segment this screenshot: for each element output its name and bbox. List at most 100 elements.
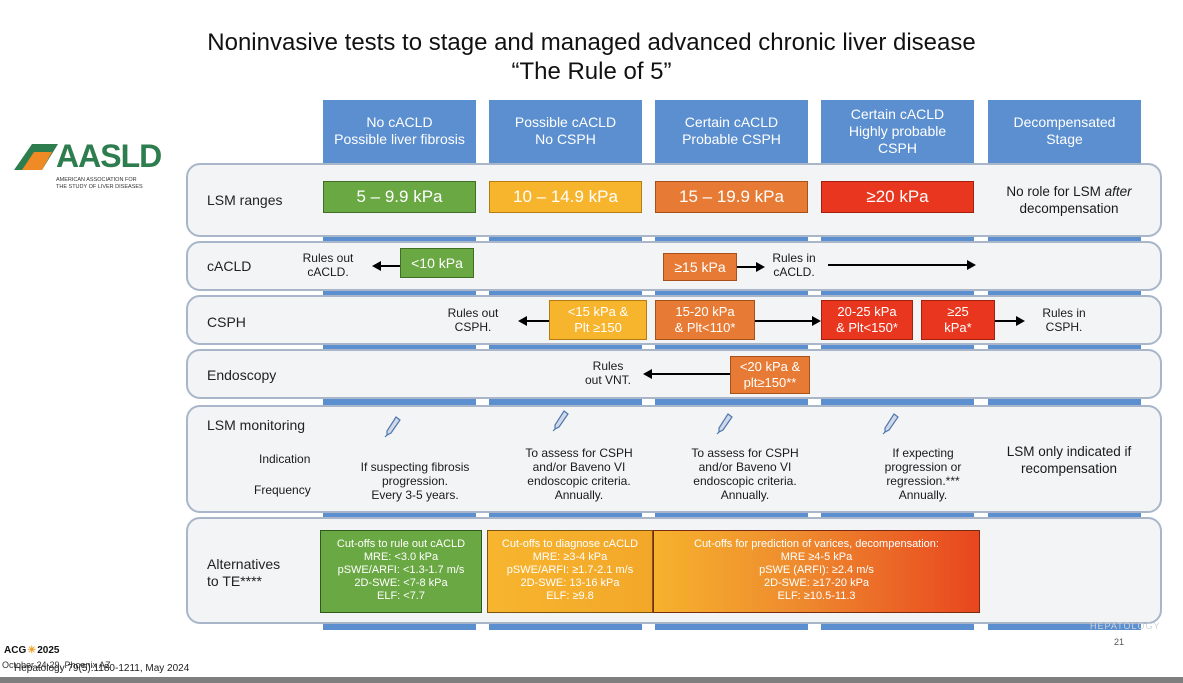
cacld-rules-out: Rules out cACLD.	[296, 251, 360, 279]
text-line: Alternatives	[207, 556, 281, 572]
probe-icon	[716, 413, 733, 435]
text-line: Annually.	[720, 488, 770, 502]
text-line: Cut-offs to rule out cACLD	[336, 538, 466, 550]
decomp-note-line2: decompensation	[1019, 201, 1119, 216]
slide-title: Noninvasive tests to stage and managed a…	[0, 28, 1183, 86]
lsm-decomp-note: No role for LSM after decompensation	[990, 183, 1148, 217]
csph-rules-out: Rules out CSPH.	[440, 306, 506, 334]
logo-subtitle-line2: THE STUDY OF LIVER DISEASES	[56, 184, 143, 190]
text-line: CSPH.	[454, 320, 492, 334]
probe-icon	[552, 410, 569, 432]
cacld-rule-in-arrow-short	[737, 266, 757, 268]
cacld-rule-out-arrow	[380, 265, 400, 267]
csph-rule-out-arrow	[526, 320, 550, 322]
decomp-note-italic: after	[1104, 184, 1132, 199]
text-line: & Plt<150*	[836, 320, 898, 335]
row-label-lsm-ranges: LSM ranges	[207, 192, 283, 208]
endoscopy-box: <20 kPa &plt≥150**	[730, 356, 810, 394]
text-line: If expecting	[892, 446, 954, 460]
column-header-line: No cACLD	[366, 114, 433, 130]
acg-logo-text: ACG	[4, 645, 27, 656]
text-line: endoscopic criteria.	[693, 474, 797, 488]
event-date: October 24-29, Phoenix AZ	[2, 660, 111, 670]
lsm-range-yellow: 10 – 14.9 kPa	[489, 181, 642, 213]
text-line: Every 3-5 years.	[371, 488, 459, 502]
text-line: ELF: <7.7	[376, 590, 425, 602]
column-header-line: Certain cACLD	[850, 105, 945, 122]
column-header-line: Decompensated	[1013, 114, 1116, 130]
bottom-bar	[0, 677, 1183, 683]
row-label-endoscopy: Endoscopy	[207, 367, 277, 383]
aasld-logo: AASLD AMERICAN ASSOCIATION FOR THE STUDY…	[12, 138, 172, 200]
column-header-line: Highly probable	[848, 122, 947, 139]
row-label-cacld: cACLD	[207, 258, 252, 274]
arrowhead-right	[967, 260, 976, 270]
alternatives-box-varices: Cut-offs for prediction of varices, deco…	[653, 530, 980, 613]
text-line: MRE ≥4-5 kPa	[780, 551, 853, 563]
text-line: pSWE/ARFI: ≥1.7-2.1 m/s	[506, 564, 634, 576]
alternatives-box-rule-out: Cut-offs to rule out cACLD MRE: <3.0 kPa…	[320, 530, 482, 613]
text-line: LSM only indicated if	[1006, 444, 1132, 459]
text-line: recompensation	[1020, 461, 1118, 476]
monitoring-col1: If suspecting fibrosis progression. Ever…	[340, 460, 490, 502]
lsm-range-red: ≥20 kPa	[821, 181, 974, 213]
cacld-rule-in-arrow-long	[828, 264, 968, 266]
decomp-note-part: No role for LSM	[1006, 184, 1105, 199]
monitoring-indication-label: Indication	[259, 452, 311, 466]
text-line: cACLD.	[307, 265, 349, 279]
slide-title-line1: Noninvasive tests to stage and managed a…	[207, 29, 976, 56]
page-number: 21	[1114, 637, 1125, 647]
text-line: pSWE (ARFI): ≥2.4 m/s	[759, 564, 874, 576]
arrowhead-left	[518, 316, 527, 326]
acg-logo: ACG☀2025	[4, 645, 59, 656]
monitoring-col5: LSM only indicated if recompensation	[990, 443, 1148, 477]
text-line: Rules in	[772, 251, 816, 265]
text-line: Cut-offs to diagnose cACLD	[501, 538, 639, 550]
cacld-rule-out-box: <10 kPa	[400, 248, 474, 278]
csph-rule-in-arrow-middle	[755, 320, 813, 322]
csph-box-yellow: <15 kPa &Plt ≥150	[549, 300, 647, 340]
row-label-csph: CSPH	[207, 314, 246, 330]
text-line: Cut-offs for prediction of varices, deco…	[694, 538, 939, 550]
sun-icon: ☀	[27, 645, 37, 656]
csph-rules-in: Rules in CSPH.	[1034, 306, 1094, 334]
column-header-line: Certain cACLD	[684, 114, 779, 130]
aasld-logo-mark	[14, 144, 58, 170]
lsm-range-green: 5 – 9.9 kPa	[323, 181, 476, 213]
cacld-rule-in-box: ≥15 kPa	[663, 253, 737, 281]
monitoring-col4: If expecting progression or regression.*…	[858, 446, 988, 502]
row-label-lsm-monitoring: LSM monitoring	[207, 417, 306, 433]
column-header-line: Stage	[1046, 131, 1083, 147]
text-line: 2D-SWE: <7-8 kPa	[354, 577, 448, 589]
text-line: cACLD.	[773, 265, 815, 279]
journal-watermark: HEPATOLOGY	[1090, 621, 1161, 631]
text-line: Rules in	[1042, 306, 1086, 320]
text-line: CSPH.	[1045, 320, 1083, 334]
column-header-line: Probable CSPH	[682, 131, 781, 147]
text-line: plt≥150**	[743, 375, 797, 390]
text-line: To assess for CSPH	[525, 446, 633, 460]
text-line: out VNT.	[584, 373, 632, 387]
text-line: 20-25 kPa	[837, 304, 897, 319]
text-line: Annually.	[898, 488, 948, 502]
monitoring-col2: To assess for CSPH and/or Baveno VI endo…	[504, 446, 654, 502]
text-line: To assess for CSPH	[691, 446, 799, 460]
monitoring-col3: To assess for CSPH and/or Baveno VI endo…	[670, 446, 820, 502]
text-line: 2D-SWE: ≥17-20 kPa	[763, 577, 870, 589]
text-line: to TE****	[207, 573, 262, 589]
text-line: MRE: ≥3-4 kPa	[532, 551, 608, 563]
aasld-logo-subtitle: AMERICAN ASSOCIATION FOR THE STUDY OF LI…	[56, 177, 176, 191]
slide-title-line2: “The Rule of 5”	[511, 58, 672, 85]
acg-logo-year: 2025	[37, 645, 60, 656]
column-header-line: No CSPH	[535, 131, 596, 147]
endoscopy-rules-out: Rules out VNT.	[580, 359, 636, 387]
column-header-line: Possible cACLD	[514, 114, 617, 130]
text-line: and/or Baveno VI	[532, 460, 626, 474]
text-line: and/or Baveno VI	[698, 460, 792, 474]
lsm-range-orange: 15 – 19.9 kPa	[655, 181, 808, 213]
arrowhead-right	[1016, 316, 1025, 326]
